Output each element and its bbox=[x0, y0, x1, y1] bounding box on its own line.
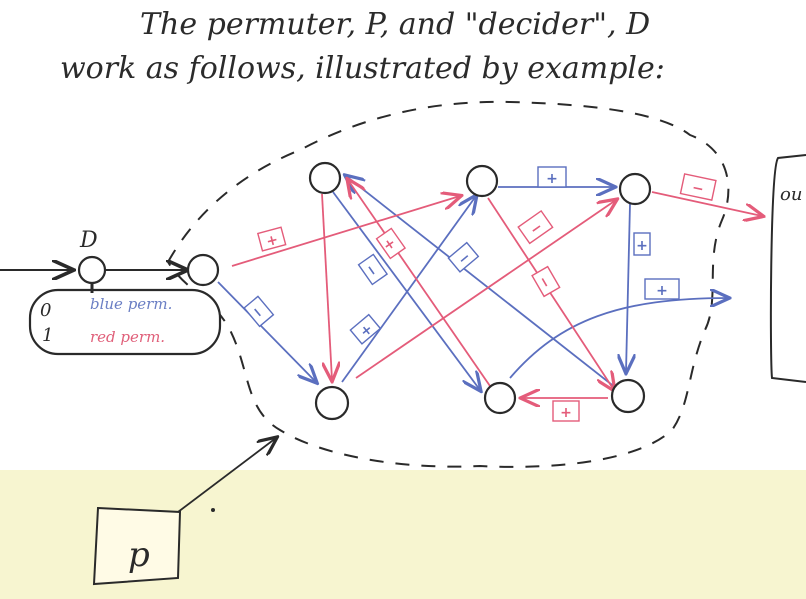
output-box-label: ou bbox=[780, 184, 802, 205]
legend-bit-0: 0 bbox=[40, 300, 51, 321]
edge-topright-to-out bbox=[651, 191, 762, 216]
edge-bottomright-to-topleft bbox=[346, 176, 617, 389]
edge-bottomleft-to-topright bbox=[355, 200, 616, 379]
node-top-mid bbox=[465, 164, 499, 198]
ink-dot bbox=[211, 508, 215, 512]
output-box bbox=[769, 154, 806, 383]
nodes bbox=[186, 161, 652, 421]
node-bottom-left bbox=[314, 385, 350, 421]
edge-topright-to-bottomright bbox=[626, 203, 630, 372]
blue-edges bbox=[217, 176, 728, 390]
edge-bottomleft-to-topmid bbox=[341, 196, 476, 383]
sign-labels: + − + − + − + − bbox=[243, 166, 717, 422]
decider-node bbox=[77, 255, 107, 285]
node-top-left bbox=[308, 161, 342, 195]
sign-right-out-blue: + bbox=[644, 278, 680, 300]
edge-entry-to-topmid bbox=[231, 196, 460, 267]
sign-bottom-red: + bbox=[552, 400, 580, 422]
sign-right-down: + bbox=[633, 232, 651, 256]
svg-text:−: − bbox=[690, 180, 705, 198]
decider-legend-box bbox=[28, 288, 222, 356]
svg-text:+: + bbox=[546, 171, 558, 187]
legend-red-perm: red perm. bbox=[90, 328, 165, 346]
edge-entry-to-bottomleft bbox=[217, 281, 316, 382]
decider-label: D bbox=[79, 228, 98, 253]
sign-in-blue: − bbox=[243, 295, 275, 328]
sign-cross-red-e: − bbox=[517, 209, 554, 245]
sign-right-out-red: − bbox=[679, 173, 717, 201]
edge-topmid-to-bottomright bbox=[487, 197, 614, 390]
legend-blue-perm: blue perm. bbox=[90, 295, 172, 313]
edge-bottommid-to-topleft bbox=[348, 180, 491, 387]
permuter-boundary bbox=[166, 100, 730, 468]
svg-text:+: + bbox=[560, 405, 572, 421]
node-entry bbox=[186, 253, 220, 287]
node-bottom-mid bbox=[483, 381, 517, 415]
sign-top-row: + bbox=[537, 166, 567, 188]
legend-bit-1: 1 bbox=[42, 325, 53, 346]
sign-in-red: + bbox=[256, 226, 287, 252]
svg-text:+: + bbox=[636, 238, 648, 254]
svg-text:+: + bbox=[265, 232, 280, 250]
sign-cross-blue-b: − bbox=[357, 253, 389, 286]
edge-topleft-to-bottomleft bbox=[321, 193, 332, 380]
title-line-1: The permuter, P, and "decider", D bbox=[140, 7, 650, 42]
permuter-arrow bbox=[177, 438, 276, 513]
red-edges bbox=[231, 180, 762, 398]
svg-text:+: + bbox=[656, 283, 668, 299]
sign-cross-red-a: + bbox=[375, 227, 407, 260]
sign-cross-red-f: − bbox=[531, 265, 561, 298]
node-top-right bbox=[618, 172, 652, 206]
title-line-2: work as follows, illustrated by example: bbox=[60, 51, 665, 86]
permuter-box bbox=[92, 506, 182, 586]
edge-bottommid-to-out bbox=[509, 298, 728, 379]
permuter-box-label: p bbox=[128, 535, 150, 575]
sign-cross-blue-d: − bbox=[447, 241, 480, 273]
node-bottom-right bbox=[610, 378, 646, 414]
sign-cross-blue-c: + bbox=[349, 313, 382, 345]
